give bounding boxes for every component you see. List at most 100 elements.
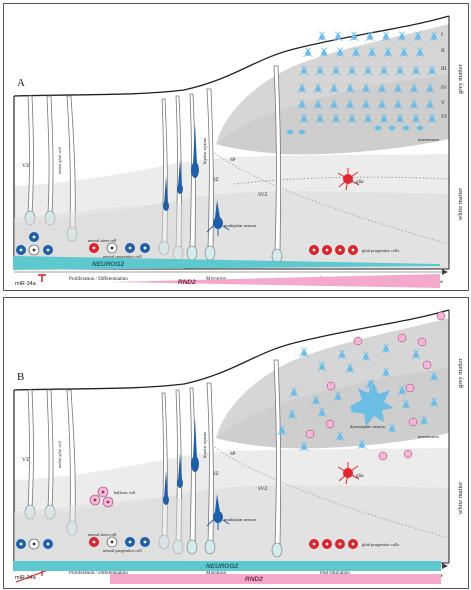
sp-label: SP (230, 452, 236, 457)
pyramidal-neuron-icon (395, 113, 405, 124)
pyramidal-neuron-icon (379, 65, 389, 76)
panel-a-diagram: A I II III IV V VI grey matter white mat… (13, 15, 464, 287)
grey-matter-label: grey matter (457, 63, 464, 94)
pyramidal-neuron-icon (411, 349, 421, 360)
layer-label: I (441, 32, 443, 38)
bipolar-label: bipolar neuron (202, 431, 207, 458)
neural-progenitor-label: neural progenitor cell (103, 254, 142, 259)
pyramidal-neuron-icon (297, 99, 307, 110)
pial-surface (13, 309, 450, 391)
pyramidal-neuron-icon (393, 99, 403, 110)
pyramidal-neuron-icon (427, 113, 437, 124)
layer-label: III (441, 66, 447, 72)
pyramidal-neuron-icon (429, 371, 439, 382)
grey-matter-label: grey matter (457, 357, 464, 388)
pyramidal-neuron-icon (425, 83, 435, 94)
white-matter-label: white matter (457, 187, 464, 221)
pyramidal-neuron-icon (379, 113, 389, 124)
pyramidal-neuron-icon (287, 409, 297, 420)
pyramidal-neuron-icon (345, 83, 355, 94)
pyramidal-neuron-icon (409, 99, 419, 110)
pyramidal-neuron-icon (329, 83, 339, 94)
neural-progenitor-label: neural progenitor cell (103, 548, 142, 553)
pyramidal-neuron-icon (381, 31, 391, 42)
pyramidal-neuron-icon (311, 395, 321, 406)
interneuron-label: interneuron (418, 434, 439, 439)
white-matter-label: white matter (457, 481, 464, 515)
iz-label: IZ (214, 472, 219, 477)
pyramidal-neuron-icon (365, 31, 375, 42)
pyramidal-neuron-icon (319, 47, 329, 58)
pyramidal-neuron-icon (351, 47, 361, 58)
pyramidal-neuron-icon (297, 83, 307, 94)
pyramidal-neuron-icon (333, 31, 343, 42)
inhibition-icon (38, 274, 46, 282)
time-label: time (434, 574, 444, 579)
pyramidal-neuron-icon (299, 65, 309, 76)
balloon-cells (89, 486, 114, 508)
layer-label: IV (441, 85, 447, 91)
pyramidal-neuron-icon (361, 99, 371, 110)
pyramidal-neuron-icon (399, 47, 409, 58)
glia-cell (337, 462, 360, 485)
pyramidal-neuron-icon (393, 83, 403, 94)
pyramidal-neuron-icon (277, 425, 287, 436)
bipolar-neurons (163, 124, 199, 211)
pyramidal-neuron-icon (331, 65, 341, 76)
iz-label: IZ (214, 178, 219, 183)
bipolar-neurons (163, 418, 199, 505)
multipolar-label: multipolar neuron (224, 223, 257, 228)
pyramidal-neuron-icon (429, 397, 439, 408)
progenitor-cells (16, 536, 150, 550)
pyramidal-neuron-icon (397, 385, 407, 396)
svz-label: SVZ (258, 487, 267, 492)
glia-label: glia (356, 474, 364, 479)
stage-label: Proliferation / Differentiation (69, 277, 128, 282)
mirna-label: miR-34a (15, 281, 37, 287)
neural-stem-label: neural stem cell (88, 532, 117, 537)
pyramidal-neuron-icon (367, 47, 377, 58)
pyramidal-neuron-icon (299, 347, 309, 358)
panel-label: A (17, 77, 25, 89)
pyramidal-neuron-icon (337, 349, 347, 360)
pyramidal-neuron-icon (317, 407, 327, 418)
pyramidal-neuron-icon (409, 83, 419, 94)
stage-label: Post-migration (320, 571, 350, 576)
pyramidal-neuron-icon (299, 113, 309, 124)
pyramidal-neuron-icon (317, 31, 327, 42)
bipolar-label: bipolar neuron (202, 137, 207, 164)
stage-label: Migration (206, 571, 226, 576)
radial-glial-label: radial glial cell (57, 146, 62, 174)
pyramidal-neuron-icon (289, 387, 299, 398)
glial-progenitor-cells (309, 245, 358, 255)
pyramidal-neuron-icon (357, 439, 367, 450)
pyramidal-neuron-icon (345, 99, 355, 110)
pyramidal-neuron-icon (411, 65, 421, 76)
ectopic-balloon-cells (305, 311, 446, 461)
stage-label: Proliferation / Differentiation (69, 571, 128, 576)
cortical-neurons (277, 343, 439, 452)
multipolar-label: multipolar neuron (224, 517, 257, 522)
panel-b: B grey matter white matter VZ SP IZ SVZ … (3, 297, 469, 589)
glial-progenitor-label: glial progenitor cells (362, 248, 399, 253)
pyramidal-neuron-icon (401, 399, 411, 410)
time-label: time (434, 280, 444, 285)
glia-label: glia (356, 180, 364, 185)
layer-label: VI (441, 114, 447, 120)
pyramidal-neuron-icon (395, 65, 405, 76)
pyramidal-neuron-icon (345, 363, 355, 374)
dysmorphic-label: dysmorphic neuron (350, 424, 386, 429)
pyramidal-neuron-icon (317, 361, 327, 372)
pyramidal-neuron-icon (333, 391, 343, 402)
pyramidal-neuron-icon (335, 431, 345, 442)
sp-label: SP (230, 158, 236, 163)
pyramidal-neuron-icon (335, 47, 345, 58)
interneurons (286, 125, 424, 135)
multipolar-neuron (206, 494, 230, 530)
progenitor-cells (16, 232, 150, 256)
pyramidal-neuron-icon (387, 423, 397, 434)
svz-label: SVZ (258, 193, 267, 198)
pial-surface (13, 15, 450, 97)
layer-label: II (441, 48, 445, 54)
pyramidal-neuron-icon (331, 113, 341, 124)
